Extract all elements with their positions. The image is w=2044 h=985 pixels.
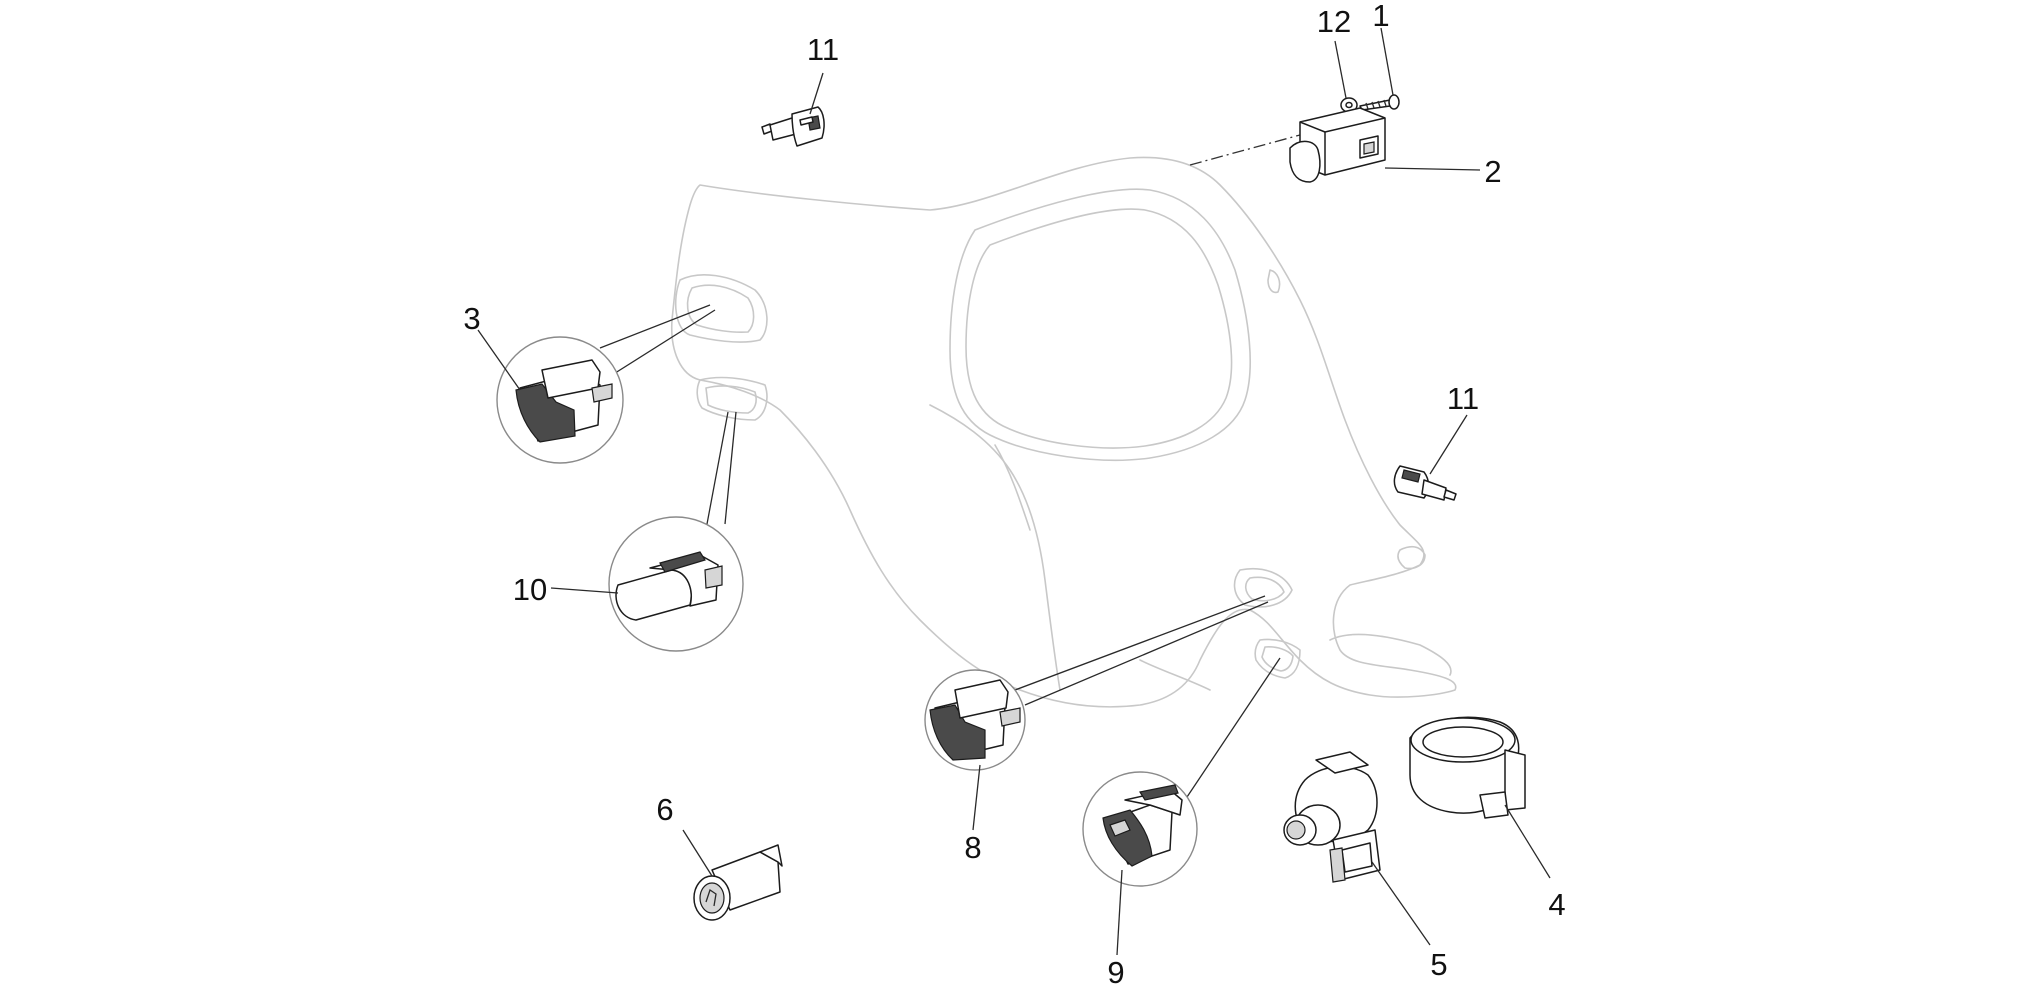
screw xyxy=(1359,94,1400,111)
callout-5: 5 xyxy=(1430,947,1447,982)
detail-bubble-10 xyxy=(608,411,744,652)
detail-bubble-3 xyxy=(496,304,716,464)
callout-11-top: 11 xyxy=(807,32,839,67)
callout-10: 10 xyxy=(513,572,547,607)
callout-2: 2 xyxy=(1484,154,1501,189)
leader-lines xyxy=(477,27,1551,956)
callout-8: 8 xyxy=(964,830,981,865)
switch-part-6 xyxy=(693,844,783,921)
callout-6: 6 xyxy=(656,792,673,827)
callout-11-right: 11 xyxy=(1447,381,1479,416)
callout-3: 3 xyxy=(463,301,480,336)
bulb-socket-right xyxy=(1393,465,1457,501)
callout-4: 4 xyxy=(1548,887,1565,922)
ignition-ring xyxy=(1409,716,1526,819)
ignition-switch xyxy=(1283,751,1381,883)
switch-block xyxy=(1189,107,1386,183)
detail-bubble-9 xyxy=(1082,657,1281,887)
bulb-socket-top xyxy=(761,106,825,147)
callout-labels: 1 12 2 11 3 10 11 6 8 9 5 4 xyxy=(463,0,1565,985)
detail-bubble-8 xyxy=(924,595,1269,771)
callout-1: 1 xyxy=(1372,0,1389,33)
washer xyxy=(1340,97,1358,113)
callout-9: 9 xyxy=(1107,955,1124,985)
handlebar-cover-outline xyxy=(670,156,1457,708)
callout-12: 12 xyxy=(1317,4,1351,39)
